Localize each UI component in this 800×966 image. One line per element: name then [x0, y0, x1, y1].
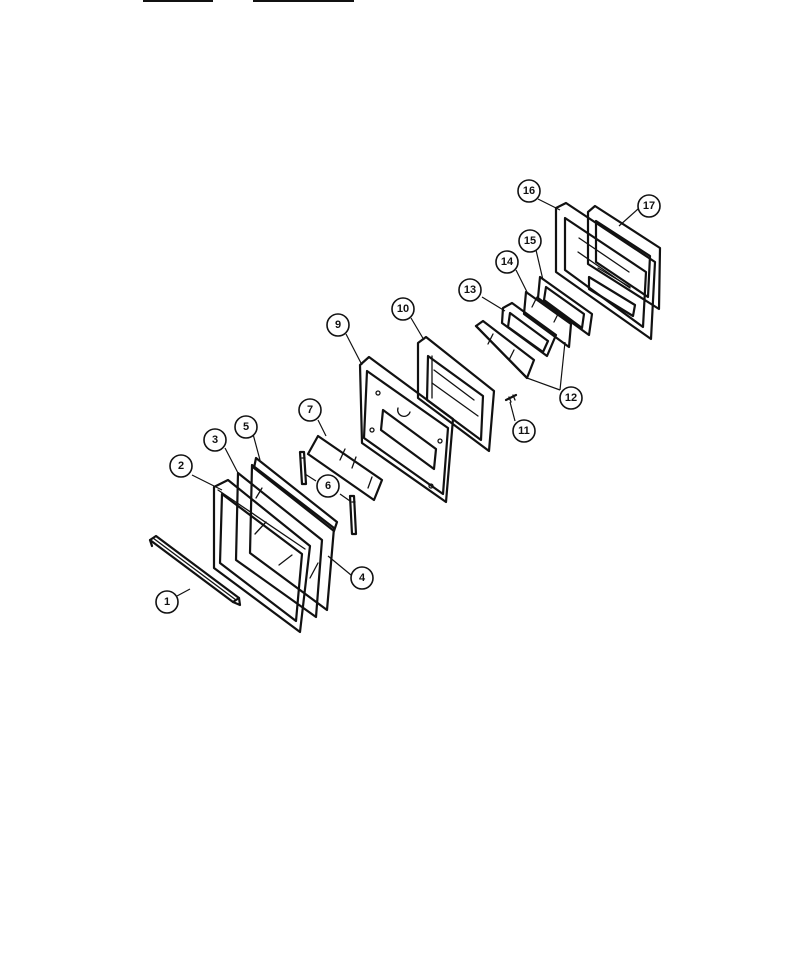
svg-text:13: 13 — [464, 284, 476, 296]
callout-16: 16 — [517, 179, 541, 203]
part-3-door-glass — [234, 471, 324, 619]
callout-15: 15 — [518, 229, 542, 253]
callout-9: 9 — [326, 313, 350, 337]
svg-text:3: 3 — [212, 434, 218, 446]
svg-text:7: 7 — [307, 404, 313, 416]
callout-10: 10 — [391, 297, 415, 321]
svg-text:6: 6 — [325, 480, 331, 492]
part-10-liner-frame — [416, 335, 496, 453]
callout-5: 5 — [234, 415, 258, 439]
callout-6: 6 — [316, 474, 340, 498]
callout-7: 7 — [298, 398, 322, 422]
svg-text:14: 14 — [501, 256, 514, 268]
callout-13: 13 — [458, 278, 482, 302]
part-11-screw — [504, 393, 518, 403]
leader-lines — [176, 198, 639, 597]
svg-text:17: 17 — [643, 200, 655, 212]
svg-text:11: 11 — [518, 425, 530, 437]
part-2-outer-frame — [212, 478, 312, 634]
callout-12: 12 — [559, 386, 583, 410]
part-7-small-glass — [306, 434, 384, 502]
callout-1: 1 — [155, 590, 179, 614]
svg-text:9: 9 — [335, 319, 341, 331]
svg-text:4: 4 — [359, 572, 366, 584]
part-6-clips — [298, 450, 358, 536]
part-17-back-panel — [586, 204, 662, 318]
part-1-handle — [148, 534, 242, 607]
svg-text:16: 16 — [523, 185, 535, 197]
part-9-inner-panel — [358, 355, 455, 504]
part-13-window-frame — [500, 301, 558, 358]
callout-14: 14 — [495, 250, 519, 274]
callout-17: 17 — [637, 194, 661, 218]
svg-text:12: 12 — [565, 392, 577, 404]
svg-text:5: 5 — [243, 421, 249, 433]
part-12-window-glass — [474, 319, 536, 380]
part-4-inner-glass — [248, 463, 336, 612]
callout-4: 4 — [350, 566, 374, 590]
callout-3: 3 — [203, 428, 227, 452]
svg-text:10: 10 — [397, 303, 409, 315]
callout-11: 11 — [512, 419, 536, 443]
svg-text:2: 2 — [178, 460, 184, 472]
svg-text:15: 15 — [524, 235, 536, 247]
callout-2: 2 — [169, 454, 193, 478]
part-15-inner-window — [536, 275, 594, 337]
svg-text:1: 1 — [164, 596, 170, 608]
part-5-glass-panel — [252, 456, 339, 533]
